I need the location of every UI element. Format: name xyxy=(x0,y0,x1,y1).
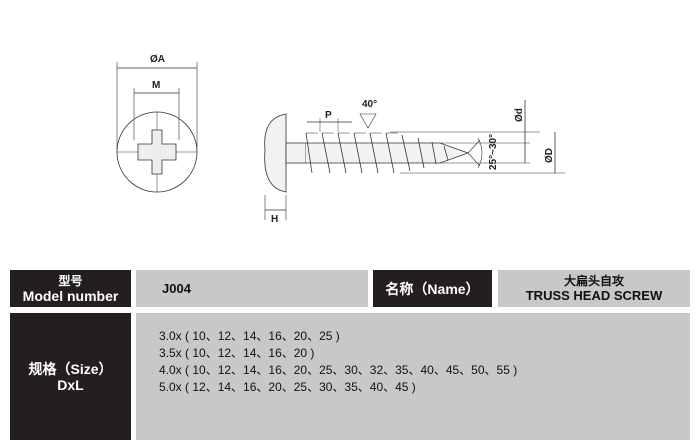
dimension-label-angle-40: 40° xyxy=(362,99,377,110)
name-label: 名称（Name） xyxy=(385,280,480,297)
screw-technical-drawing: ØA M P 40° 25°~30° Ød xyxy=(116,54,565,225)
size-row: 3.0x ( 10、12、14、16、20、25 ) xyxy=(159,329,340,343)
dimension-label-p: P xyxy=(325,110,332,121)
screw-side-view xyxy=(264,100,565,220)
dimension-label-dia-d-small: Ød xyxy=(514,108,525,122)
size-header: 规格（Size） DxL xyxy=(10,313,131,440)
model-number-value-cell: J004 xyxy=(136,270,368,307)
size-row: 5.0x ( 12、14、16、20、25、30、35、40、45 ) xyxy=(159,380,416,394)
model-number-header: 型号 Model number xyxy=(10,270,131,307)
dimension-label-m: M xyxy=(152,80,160,91)
size-label: 规格（Size） xyxy=(28,360,113,377)
model-label-cn: 型号 xyxy=(58,273,83,288)
name-header: 名称（Name） xyxy=(373,270,492,307)
name-value-cn: 大扁头自攻 xyxy=(563,274,624,288)
dimension-label-dia-d-large: ØD xyxy=(544,148,555,163)
dimension-label-h: H xyxy=(271,214,278,225)
size-sub-label: DxL xyxy=(57,376,84,393)
name-value-en: TRUSS HEAD SCREW xyxy=(525,288,663,303)
name-value-cell: 大扁头自攻 TRUSS HEAD SCREW xyxy=(498,270,690,307)
size-row: 3.5x ( 10、12、14、16、20 ) xyxy=(159,346,315,360)
size-row: 4.0x ( 10、12、14、16、20、25、30、32、35、40、45、… xyxy=(159,363,518,377)
size-values-cell: 3.0x ( 10、12、14、16、20、25 ) 3.5x ( 10、12、… xyxy=(136,313,690,440)
dimension-label-tip-angle: 25°~30° xyxy=(488,134,499,170)
model-label-en: Model number xyxy=(22,287,119,304)
dimension-label-dia-a: ØA xyxy=(150,54,165,65)
screw-head-top-view xyxy=(116,62,198,193)
model-number-value: J004 xyxy=(162,281,191,296)
